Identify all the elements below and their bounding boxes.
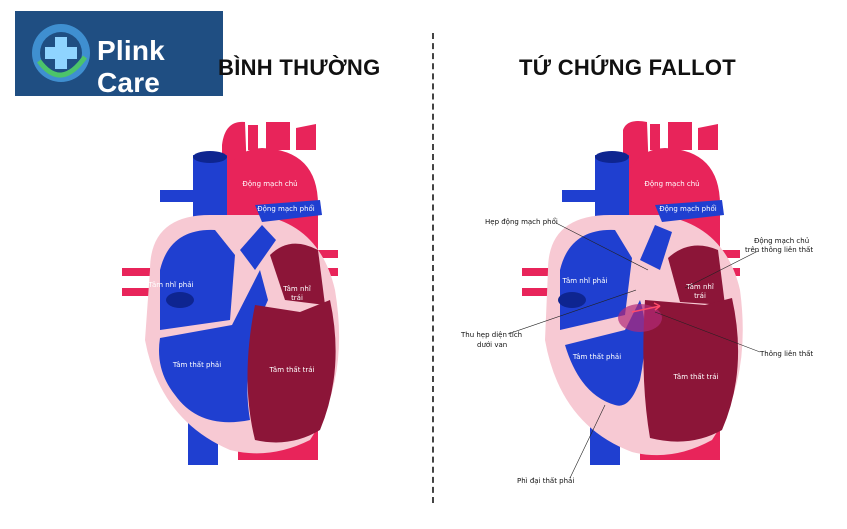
label-left-ventricle: Tâm thất trái bbox=[268, 366, 314, 374]
label-left-atrium-fallot-2: trái bbox=[694, 292, 706, 300]
label-left-ventricle-fallot: Tâm thất trái bbox=[672, 373, 718, 381]
callout-subvalvular-2: dưới van bbox=[477, 341, 507, 349]
label-pulmonary-artery-fallot: Động mạch phổi bbox=[659, 204, 717, 213]
center-divider bbox=[432, 33, 434, 503]
label-right-atrium: Tâm nhĩ phải bbox=[148, 281, 194, 289]
callout-vsd: Thông liên thất bbox=[759, 350, 813, 358]
title-fallot: TỨ CHỨNG FALLOT bbox=[519, 55, 736, 80]
label-left-atrium-1: Tâm nhĩ bbox=[282, 285, 312, 293]
fallot-heart: Động mạch chủ Động mạch phổi Tâm nhĩ phả… bbox=[460, 121, 813, 485]
callout-pulmonary-stenosis: Hẹp động mạch phổi bbox=[485, 217, 558, 226]
label-aorta-fallot: Động mạch chủ bbox=[644, 180, 699, 188]
title-normal: BÌNH THƯỜNG bbox=[218, 55, 381, 80]
label-right-ventricle-fallot: Tâm thất phải bbox=[572, 353, 621, 361]
callout-rv-hypertrophy: Phì đại thất phải bbox=[517, 477, 574, 485]
logo: Plink Care bbox=[15, 11, 223, 98]
label-left-atrium-fallot-1: Tâm nhĩ bbox=[685, 283, 715, 291]
callout-subvalvular-1: Thu hẹp diện tích bbox=[460, 331, 522, 339]
label-right-ventricle: Tâm thất phải bbox=[172, 361, 221, 369]
callout-overriding-aorta-1: Động mạch chủ bbox=[754, 237, 809, 245]
label-right-atrium-fallot: Tâm nhĩ phải bbox=[562, 277, 608, 285]
label-pulmonary-artery: Động mạch phổi bbox=[257, 204, 315, 213]
logo-text: Plink Care bbox=[97, 35, 165, 98]
callout-overriding-aorta-2: trên thông liên thất bbox=[745, 246, 813, 254]
plink-care-logo-icon bbox=[32, 24, 90, 82]
label-left-atrium-2: trái bbox=[291, 294, 303, 302]
normal-heart: Động mạch chủ Động mạch phổi Tâm nhĩ phả… bbox=[122, 121, 340, 465]
label-aorta: Động mạch chủ bbox=[242, 180, 297, 188]
